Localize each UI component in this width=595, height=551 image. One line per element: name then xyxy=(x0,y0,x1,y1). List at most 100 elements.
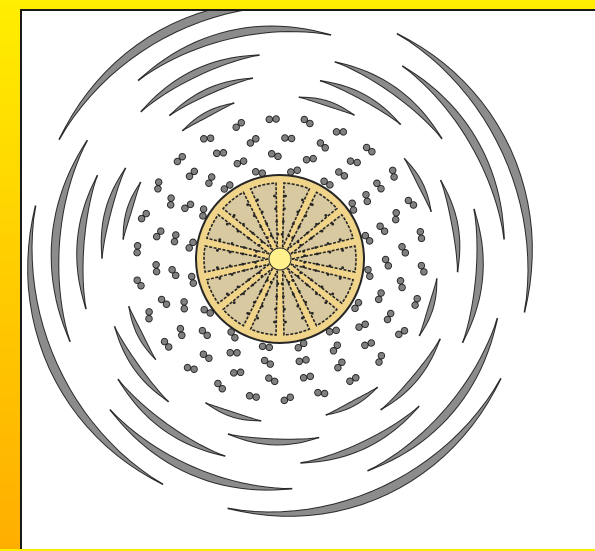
core-bead-0-3-1 xyxy=(296,211,299,214)
granule-2-13-b xyxy=(240,158,247,165)
core-bead-10-2-0 xyxy=(241,263,244,266)
granule-1-18-b xyxy=(354,159,361,166)
granule-0-4-b xyxy=(347,378,354,385)
granule-3-9-b xyxy=(200,206,207,213)
granule-3-14-b xyxy=(350,207,357,214)
granule-0-9-b xyxy=(184,364,191,371)
granule-0-24-b xyxy=(410,202,417,209)
granule-1-16-a xyxy=(282,135,289,142)
diagram-panel xyxy=(20,9,595,549)
granule-0-15-b xyxy=(155,179,162,186)
granule-0-23-b xyxy=(391,174,398,181)
core-bead-8-4-1 xyxy=(233,301,236,304)
core-bead-0-2-1 xyxy=(292,222,295,225)
granule-2-8-b xyxy=(181,299,188,306)
granule-0-6-b xyxy=(281,397,288,404)
granule-0-1-a xyxy=(414,295,421,302)
core-bead-9-1-1 xyxy=(255,265,258,268)
core-bead-10-4-1 xyxy=(216,249,219,252)
core-bead-3-2-0 xyxy=(316,253,319,256)
outer-band-4-1 xyxy=(206,403,261,421)
outer-band-4-3 xyxy=(123,182,141,239)
core-bead-2-2-0 xyxy=(310,237,313,240)
core-bead-6-3-1 xyxy=(283,308,286,311)
core-bead-6-1-1 xyxy=(281,282,284,285)
granule-3-9-a xyxy=(200,213,207,220)
granule-2-9-b xyxy=(169,266,176,273)
core-bead-2-4-1 xyxy=(339,238,342,241)
granule-1-16-b xyxy=(288,135,295,142)
core-bead-10-2-1 xyxy=(241,253,244,256)
granule-2-0-a xyxy=(382,256,389,263)
core-bead-1-4-0 xyxy=(311,203,314,206)
core-bead-11-2-0 xyxy=(243,246,246,249)
outer-band-2-5 xyxy=(462,209,483,342)
core-bead-4-4-0 xyxy=(339,277,342,280)
core-bead-6-1-0 xyxy=(287,281,290,284)
core-bead-7-1-0 xyxy=(276,282,279,285)
core-bead-9-3-1 xyxy=(231,273,234,276)
core-bead-7-1-1 xyxy=(270,281,273,284)
granule-0-17-b xyxy=(207,135,214,142)
granule-0-6-a xyxy=(287,394,294,401)
granule-3-13-b xyxy=(327,182,334,189)
core-bead-13-4-1 xyxy=(273,195,276,198)
granule-1-2-a xyxy=(368,340,375,347)
core-bead-12-3-1 xyxy=(253,214,256,217)
granule-0-25-b xyxy=(418,235,425,242)
core-bead-7-4-1 xyxy=(256,317,259,320)
core-bead-9-2-1 xyxy=(243,269,246,272)
granule-0-25-a xyxy=(417,228,424,235)
granule-3-2-a xyxy=(333,327,340,334)
core-bead-3-3-1 xyxy=(329,265,332,268)
core-bead-13-1-0 xyxy=(270,234,273,237)
granule-2-1-b xyxy=(375,296,382,303)
granule-0-19-a xyxy=(266,116,273,123)
core-bead-2-1-0 xyxy=(299,244,302,247)
granule-1-4-a xyxy=(307,373,314,380)
core-bead-9-1-0 xyxy=(258,271,261,274)
granule-1-4-b xyxy=(300,375,307,382)
core-bead-9-2-0 xyxy=(247,278,250,281)
outer-band-4-7 xyxy=(419,279,437,336)
granule-2-14-a xyxy=(268,151,275,158)
granule-1-13-b xyxy=(191,168,198,175)
core-bead-9-4-1 xyxy=(218,277,221,280)
core-bead-0-4-1 xyxy=(301,199,304,202)
granule-0-7-b xyxy=(246,393,253,400)
granule-2-1-a xyxy=(378,290,385,297)
core-bead-6-3-0 xyxy=(296,305,299,308)
core-bead-8-2-1 xyxy=(251,284,254,287)
granule-0-23-a xyxy=(389,167,396,174)
granule-2-17-a xyxy=(363,191,370,198)
granule-0-13-a xyxy=(134,249,141,256)
granule-0-21-a xyxy=(333,129,340,136)
granule-2-12-a xyxy=(206,180,213,187)
granule-0-7-a xyxy=(253,394,260,401)
core-bead-7-2-0 xyxy=(275,295,278,298)
granule-3-12-a xyxy=(288,169,295,176)
granule-2-2-a xyxy=(362,321,369,328)
core-bead-4-1-1 xyxy=(299,271,302,274)
core-bead-5-4-1 xyxy=(311,312,314,315)
granule-2-10-b xyxy=(173,232,180,239)
core-bead-0-1-1 xyxy=(287,234,290,237)
granule-2-7-b xyxy=(199,327,206,334)
granule-2-4-b xyxy=(296,358,303,365)
core-bead-2-2-1 xyxy=(314,246,317,249)
granule-1-8-b xyxy=(177,325,184,332)
granule-1-10-a xyxy=(153,268,160,275)
granule-2-5-b xyxy=(261,357,268,364)
core-bead-13-3-0 xyxy=(261,211,264,214)
granule-3-14-a xyxy=(349,200,356,207)
core-bead-11-1-1 xyxy=(258,244,261,247)
core-bead-10-3-1 xyxy=(229,251,232,254)
granule-2-4-a xyxy=(303,357,310,364)
core-bead-7-3-1 xyxy=(261,305,264,308)
core-bead-4-2-1 xyxy=(310,278,313,281)
granule-1-5-b xyxy=(266,375,273,382)
core-bead-6-4-1 xyxy=(284,321,287,324)
outer-band-2-1 xyxy=(118,379,225,456)
core-bead-1-2-1 xyxy=(306,232,309,235)
granule-1-18-a xyxy=(347,158,354,165)
